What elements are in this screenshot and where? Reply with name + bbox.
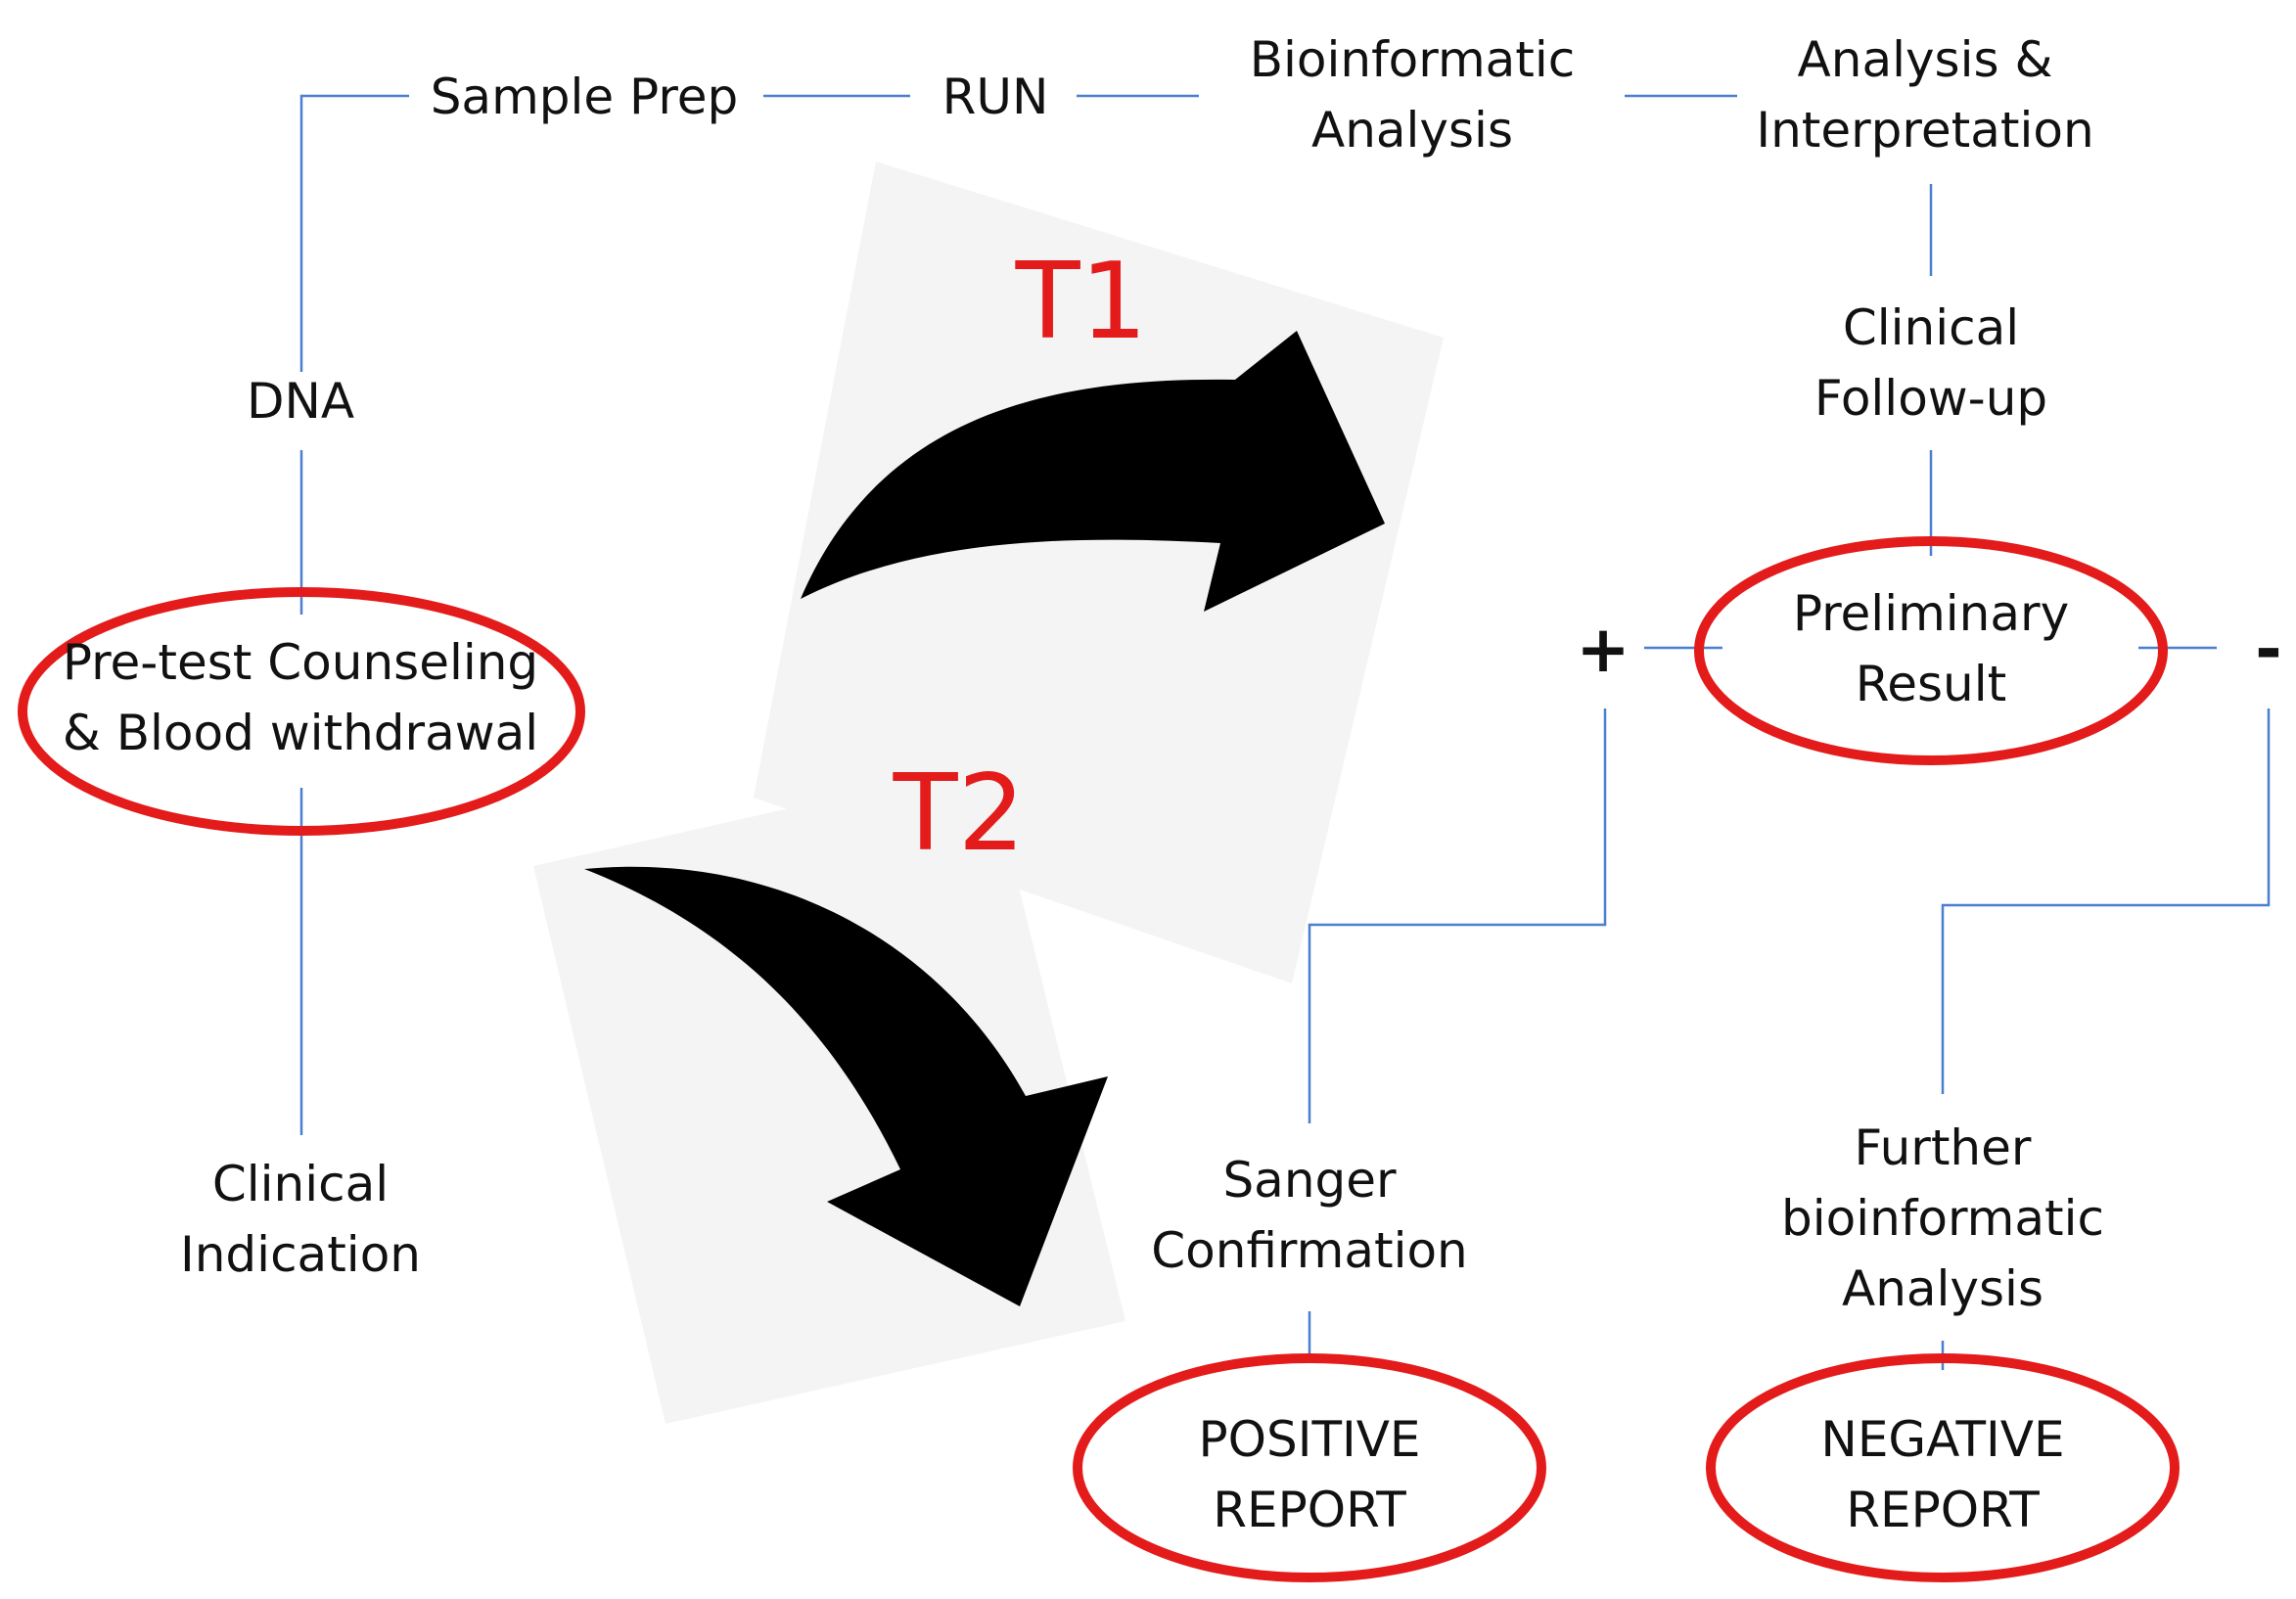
- preliminary-result-ellipse: [1694, 536, 2168, 765]
- analysis-interpretation-label-line1: Analysis &: [1798, 31, 2053, 88]
- analysis-interpretation-label-line2: Interpretation: [1756, 102, 2093, 159]
- pretest-ellipse: [18, 587, 585, 836]
- t2-arrow: [584, 866, 1108, 1306]
- further-analysis-label-line2: bioinformatic: [1781, 1190, 2104, 1247]
- negative-sign: -: [2255, 612, 2281, 687]
- pretest-counseling-label-line1: Pre-test Counseling: [63, 634, 538, 691]
- bioinformatic-analysis-label-line1: Bioinformatic: [1250, 31, 1576, 88]
- positive-report-label-line1: POSITIVE: [1198, 1411, 1420, 1468]
- further-analysis-label-line1: Further: [1855, 1119, 2032, 1176]
- sanger-confirmation-label-line2: Confirmation: [1151, 1222, 1468, 1279]
- run-label: RUN: [942, 69, 1049, 125]
- t1-label: T1: [1015, 241, 1148, 363]
- positive-report-ellipse: [1073, 1353, 1546, 1582]
- dna-label: DNA: [247, 373, 354, 430]
- preliminary-result-label-line1: Preliminary: [1793, 585, 2069, 642]
- t1-arrow: [801, 331, 1385, 612]
- ellipse-group: [18, 536, 2180, 1582]
- t2-label: T2: [893, 753, 1026, 875]
- positive-report-label-line2: REPORT: [1213, 1482, 1406, 1538]
- further-analysis-label-line3: Analysis: [1842, 1260, 2043, 1317]
- clinical-followup-label-line2: Follow-up: [1814, 370, 2047, 427]
- sample-prep-label: Sample Prep: [431, 69, 739, 125]
- clinical-followup-label-line1: Clinical: [1843, 299, 2019, 356]
- sanger-confirmation-label-line1: Sanger: [1222, 1152, 1397, 1209]
- positive-sign: +: [1576, 612, 1630, 687]
- preliminary-result-label-line2: Result: [1856, 656, 2007, 712]
- clinical-indication-label-line1: Clinical: [212, 1156, 389, 1212]
- negative-report-ellipse: [1706, 1353, 2180, 1582]
- negative-report-label-line2: REPORT: [1846, 1482, 2040, 1538]
- bioinformatic-analysis-label-line2: Analysis: [1311, 102, 1513, 159]
- clinical-indication-label-line2: Indication: [180, 1226, 421, 1283]
- pretest-counseling-label-line2: & Blood withdrawal: [63, 705, 538, 761]
- negative-report-label-line1: NEGATIVE: [1820, 1411, 2064, 1468]
